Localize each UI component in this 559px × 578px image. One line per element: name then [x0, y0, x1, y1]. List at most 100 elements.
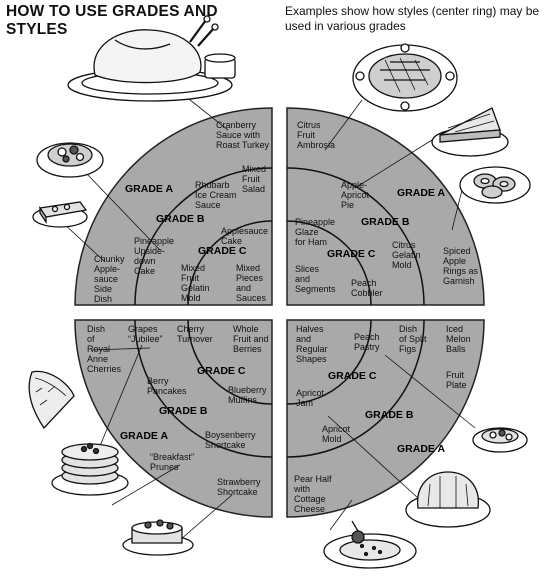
grade-b-label-upper-left: GRADE B [156, 213, 205, 225]
food-item-label-line: Mixed [181, 263, 205, 273]
food-item-label-line: Ambrosia [297, 140, 335, 150]
food-item-label-line: Mold [181, 293, 201, 303]
food-item-label-line: Cranberry [216, 120, 257, 130]
food-item-label-line: Pancakes [147, 386, 187, 396]
food-item-label-line: Royal [87, 344, 110, 354]
food-item-label-line: Jam [296, 398, 313, 408]
food-item-label-line: Berry [147, 376, 169, 386]
food-item-label-line: Anne [87, 354, 108, 364]
food-item-label-line: Cottage [294, 494, 326, 504]
grade-c-label-lower-left: GRADE C [197, 365, 246, 377]
food-item-label-line: Fruit and [233, 334, 269, 344]
quadrant-lower-right [286, 319, 485, 518]
food-item-label-line: Pineapple [134, 236, 174, 246]
food-item-label-line: Pear Half [294, 474, 332, 484]
food-item-label-line: Regular [296, 344, 328, 354]
ham-icon [352, 43, 458, 112]
food-item-label-line: Dish [87, 324, 105, 334]
shortcake-icon [122, 519, 194, 556]
grade-b-label-lower-right: GRADE B [365, 409, 414, 421]
food-item-label-line: Side [94, 284, 112, 294]
food-item-label-line: Cake [221, 236, 242, 246]
food-item-label-line: Cobbler [351, 288, 383, 298]
food-item-label-line: Mold [322, 434, 342, 444]
food-item-label-line: Roast Turkey [216, 140, 270, 150]
food-item-label-line: down [134, 256, 156, 266]
gelatin-mold-icon [405, 471, 491, 528]
food-item-label-line: Ice Cream [195, 190, 237, 200]
food-item-label: Grapes“Jubilee” [128, 324, 163, 344]
food-item-label-line: for Ham [295, 237, 327, 247]
grade-a-label-lower-right: GRADE A [397, 443, 445, 455]
food-item-label-line: Cake [134, 266, 155, 276]
ring-arcs [134, 167, 425, 458]
food-item-label-line: with [293, 484, 310, 494]
quadrant-lower-left [74, 319, 273, 518]
page-subtitle: Examples show how styles (center ring) m… [285, 4, 540, 33]
food-item-label-line: Apricot [322, 424, 351, 434]
food-item-label-line: Segments [295, 284, 336, 294]
ring-quadrants [74, 107, 485, 518]
grade-a-label-upper-left: GRADE A [125, 183, 173, 195]
food-item-label-line: Whole [233, 324, 259, 334]
food-item-label-line: Applesauce [221, 226, 268, 236]
food-item-label-line: Cheese [294, 504, 325, 514]
food-item-label-line: Fruit [297, 130, 315, 140]
food-item-label-line: Shortcake [217, 487, 258, 497]
food-item-label-line: Spiced [443, 246, 471, 256]
food-item-label-line: Cherries [87, 364, 122, 374]
food-item-label-line: of [87, 334, 95, 344]
fruit-salad-icon [36, 142, 104, 178]
food-item-label-line: sauce [94, 274, 118, 284]
food-item-label-line: Mixed [242, 164, 266, 174]
food-item-label-line: Shapes [296, 354, 327, 364]
spiced-apple-rings-icon [459, 166, 531, 204]
food-item-label-line: Fruit [446, 370, 464, 380]
grade-c-label-upper-right: GRADE C [327, 248, 376, 260]
food-item-label-line: Plate [446, 380, 467, 390]
food-item-label-line: Figs [399, 344, 417, 354]
food-item-label-line: Mold [392, 260, 412, 270]
food-item-label: “Breakfast”Prunes [150, 452, 194, 472]
food-item-label-line: and [296, 334, 311, 344]
food-item-label-line: Pieces [236, 273, 264, 283]
food-item-label-line: Citrus [392, 240, 416, 250]
food-item-label-line: Pastry [354, 342, 380, 352]
food-item-label-line: Apple [443, 256, 466, 266]
upside-down-cake-icon [32, 201, 88, 228]
food-item-label-line: Apple- [94, 264, 120, 274]
food-item-label-line: Berries [233, 344, 262, 354]
food-item-label-line: Apricot [296, 388, 325, 398]
food-item-label-line: “Jubilee” [128, 334, 163, 344]
food-item-label-line: Iced [446, 324, 463, 334]
food-item-label-line: Rhubarb [195, 180, 230, 190]
food-item-label-line: and [236, 283, 251, 293]
connector-lines [61, 87, 476, 541]
cottage-cheese-plate-icon [323, 520, 417, 569]
food-item-label-line: Chunky [94, 254, 125, 264]
food-item-label-line: of Split [399, 334, 427, 344]
food-item-label-line: Muffins [228, 395, 257, 405]
pie-slice-icon [431, 107, 509, 157]
